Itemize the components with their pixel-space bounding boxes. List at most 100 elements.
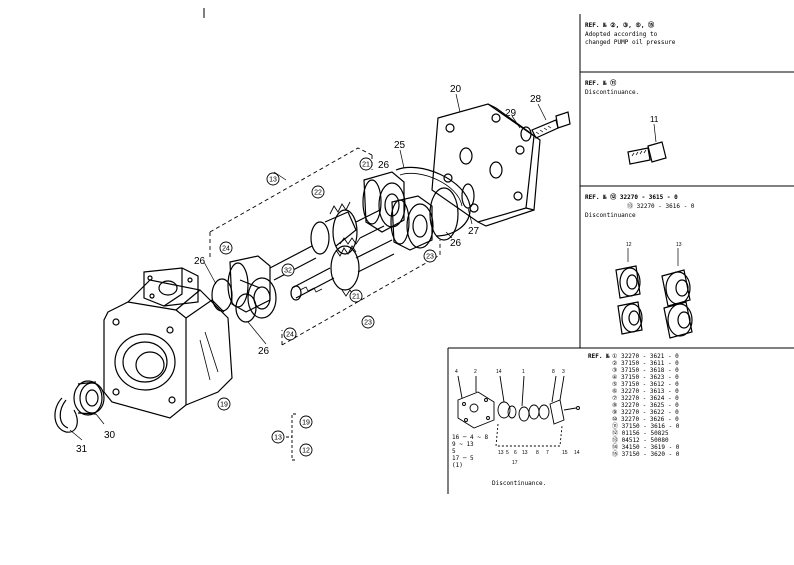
- c21a-text: 21: [362, 162, 370, 169]
- inset-exploded-view: [457, 375, 580, 447]
- inset-left-line: 9 ~ 13: [452, 441, 474, 448]
- callout-29: 29: [505, 108, 517, 119]
- o-ring-26a: [211, 278, 233, 312]
- parts-list-item: ② 37150 - 3611 - 0: [612, 360, 679, 367]
- inset-top-4: 4: [455, 369, 458, 375]
- bracket-19: [286, 413, 296, 461]
- parts-list-item: ⑫ 01156 - 50825: [612, 430, 669, 437]
- circle-12: [299, 443, 313, 457]
- parts-list-item: ① 32270 - 3621 - 0: [612, 353, 679, 360]
- inset-bot-5: 5: [506, 450, 509, 456]
- cover-plate-20: [431, 103, 541, 227]
- c24a-text: 24: [222, 246, 230, 253]
- ref-panel-1-line2: changed PUMP oil pressure: [585, 39, 676, 46]
- inset-bot-8: 8: [536, 450, 539, 456]
- callout-numbers: 20 28 29 25 26 26 27 26 26 30 31 11: [76, 84, 659, 455]
- ref-panel-1-line1: Adopted according to: [585, 31, 658, 38]
- circle-32: [281, 263, 295, 277]
- ref-panel-2-title: REF. № ⑪: [585, 80, 617, 87]
- parts-list-item: ⑥ 32270 - 3613 - 0: [612, 388, 679, 395]
- circled-labels: [217, 157, 437, 457]
- ref-panel-2-line1: Discontinuance.: [585, 89, 640, 96]
- panel-num-13: 13: [676, 242, 682, 248]
- inset-top-8: 8: [552, 369, 555, 375]
- parts-list-item: ⑬ 04512 - 50080: [612, 437, 669, 444]
- inset-bot-6: 6: [514, 450, 517, 456]
- callout-30: 30: [104, 430, 116, 441]
- driven-gear-shaft: [290, 237, 395, 301]
- parts-list-item: ⑭ 34150 - 3619 - 0: [612, 444, 680, 451]
- circle-22: [311, 185, 325, 199]
- c12-text: 12: [302, 448, 310, 455]
- inset-top-1: 1: [522, 369, 525, 375]
- inset-top-3: 3: [562, 369, 565, 375]
- c22-text: 22: [314, 190, 322, 197]
- ref-panel-3-line1: ⑬ 32270 - 3616 - 0: [627, 203, 695, 210]
- inset-left-line: (1): [452, 462, 463, 469]
- c21b-text: 21: [352, 294, 360, 301]
- ref-panel-3-line2: Discontinuance: [585, 212, 636, 219]
- port-flange: [143, 267, 199, 307]
- parts-list-item: ④ 37150 - 3623 - 0: [612, 374, 679, 381]
- bushing-left: [227, 255, 277, 319]
- c24b-text: 24: [286, 332, 294, 339]
- inset-17: 17: [512, 460, 518, 466]
- bushing-13-pair: [661, 248, 693, 339]
- circle-13a: [266, 172, 280, 186]
- c19b-text: 19: [302, 420, 310, 427]
- parts-list-item: ⑦ 32270 - 3624 - 0: [612, 395, 679, 402]
- parts-list-item: ⑮ 37150 - 3620 - 0: [612, 451, 680, 458]
- circled-text: 13 22 21 24 32 21 24 23 23 19 19 12 13: [220, 162, 434, 455]
- parts-list-item: ③ 37150 - 3618 - 0: [612, 367, 679, 374]
- inset-left-line: 16 ─ 4 ~ 8: [452, 434, 489, 441]
- parts-list-title: REF. №: [588, 353, 610, 360]
- inset-bot-14: 14: [574, 450, 580, 456]
- o-ring-26b: [235, 293, 257, 323]
- callout-27: 27: [468, 226, 480, 237]
- c23a-text: 23: [364, 320, 372, 327]
- c13c-text: 13: [274, 435, 282, 442]
- circle-24b: [283, 327, 297, 341]
- callout-26d: 26: [258, 346, 270, 357]
- circle-21a: [359, 157, 373, 171]
- callout-11: 11: [650, 115, 659, 124]
- callout-28: 28: [530, 94, 542, 105]
- circle-24a: [219, 241, 233, 255]
- c23b-text: 23: [426, 254, 434, 261]
- bushing-right-lower: [390, 195, 434, 251]
- bolt-28: [531, 111, 571, 139]
- bolt-11: [627, 123, 667, 165]
- inset-discontinuance: Discontinuance.: [492, 480, 547, 487]
- inset-bot-13b: 13: [522, 450, 528, 456]
- parts-list-item: ⑨ 32270 - 3622 - 0: [612, 409, 679, 416]
- parts-list-item: ⑪ 37150 - 3616 - 0: [612, 423, 680, 430]
- callout-20: 20: [450, 84, 462, 95]
- parts-list: ① 32270 - 3621 - 0 ② 37150 - 3611 - 0 ③ …: [612, 353, 732, 458]
- dashed-group-23: [281, 240, 441, 346]
- callout-26a: 26: [378, 160, 390, 171]
- oil-seal-30: [73, 380, 105, 416]
- circle-19a: [217, 397, 231, 411]
- callout-25: 25: [394, 140, 406, 151]
- callout-31: 31: [76, 444, 88, 455]
- o-ring-26c: [429, 187, 459, 241]
- inset-bot-15: 15: [562, 450, 568, 456]
- inset-left-line: 5: [452, 448, 456, 455]
- gasket-25: [395, 166, 471, 237]
- inset-top-2: 2: [474, 369, 477, 375]
- circle-23a: [361, 315, 375, 329]
- inset-bot-13: 13: [498, 450, 504, 456]
- leader-lines: [69, 93, 547, 441]
- drive-gear-shaft: [269, 201, 385, 281]
- c32-text: 32: [284, 268, 292, 275]
- inset-left-column: 16 ─ 4 ~ 8 9 ~ 13 5 17 ─ 5 (1): [452, 434, 488, 469]
- parts-list-item: ⑩ 32270 - 3626 - 0: [612, 416, 679, 423]
- panel-num-12: 12: [626, 242, 632, 248]
- callout-26c: 26: [194, 256, 206, 267]
- c13a-text: 13: [269, 177, 277, 184]
- bushing-12-pair: [615, 248, 643, 335]
- circle-13c: [271, 430, 285, 444]
- callout-26b: 26: [450, 238, 462, 249]
